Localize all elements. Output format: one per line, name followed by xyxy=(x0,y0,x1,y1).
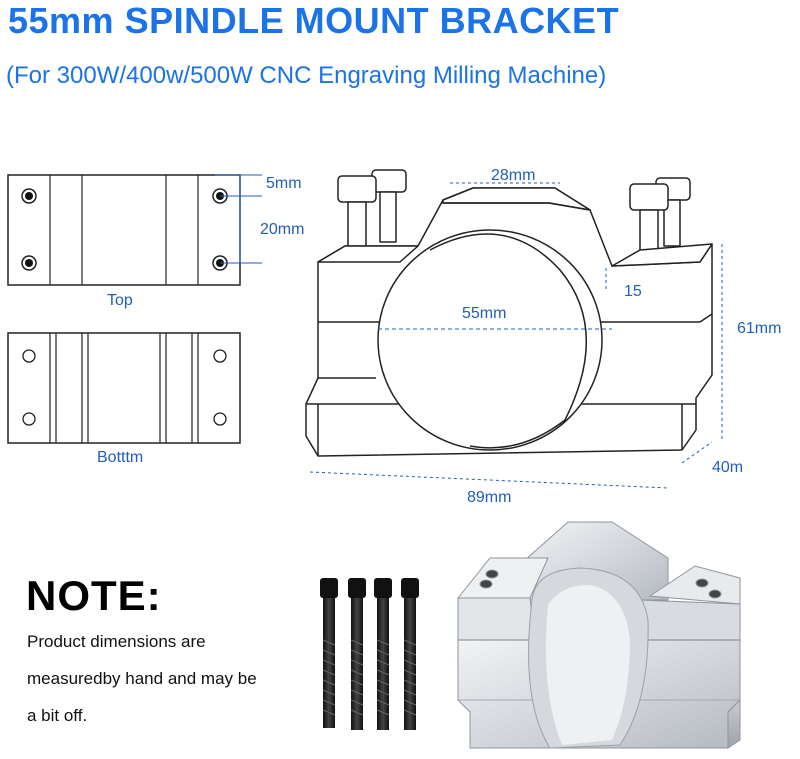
mounting-hole-icon xyxy=(695,578,709,588)
mounting-hole-icon xyxy=(213,349,227,363)
note-line: measuredby hand and may be xyxy=(27,669,257,688)
mounting-hole-icon xyxy=(479,579,493,589)
top-view-label: Top xyxy=(107,292,133,309)
dim-length: 89mm xyxy=(467,489,511,506)
bottom-view: Botttm xyxy=(7,332,241,466)
bracket-line-drawing xyxy=(305,169,713,457)
bracket-photo xyxy=(456,521,741,749)
mounting-hole-icon xyxy=(485,569,499,579)
dim-step-height: 15 xyxy=(624,283,642,300)
dim-hole-offset: 5mm xyxy=(266,175,302,192)
dim-depth: 40m xyxy=(712,459,743,476)
mounting-hole-icon xyxy=(708,589,722,599)
top-view: 5mm 20mm Top xyxy=(7,174,304,309)
dim-hole-spacing: 20mm xyxy=(260,221,304,238)
isometric-dimensions: 28mm 15 55mm 61mm 40m 89mm xyxy=(309,167,781,506)
mounting-hole-icon xyxy=(22,412,36,426)
hex-bolts xyxy=(320,578,419,730)
dim-top-width: 28mm xyxy=(491,167,535,184)
mounting-hole-icon xyxy=(213,412,227,426)
note-line: Product dimensions are xyxy=(27,632,206,651)
mounting-hole-icon xyxy=(22,349,36,363)
bottom-view-label: Botttm xyxy=(97,449,143,466)
mounting-hole-icon xyxy=(21,188,37,204)
note-line: a bit off. xyxy=(27,706,88,725)
dim-total-height: 61mm xyxy=(737,320,781,337)
note-title: NOTE: xyxy=(26,572,162,619)
bolt-icon xyxy=(401,578,419,730)
bolt-icon xyxy=(374,578,392,730)
page-subtitle: (For 300W/400w/500W CNC Engraving Millin… xyxy=(6,62,607,89)
dim-bore-diameter: 55mm xyxy=(462,305,506,322)
mounting-hole-icon xyxy=(21,255,37,271)
bolt-icon xyxy=(348,578,366,730)
bolt-icon xyxy=(320,578,338,728)
page-title: 55mm SPINDLE MOUNT BRACKET xyxy=(8,0,620,41)
